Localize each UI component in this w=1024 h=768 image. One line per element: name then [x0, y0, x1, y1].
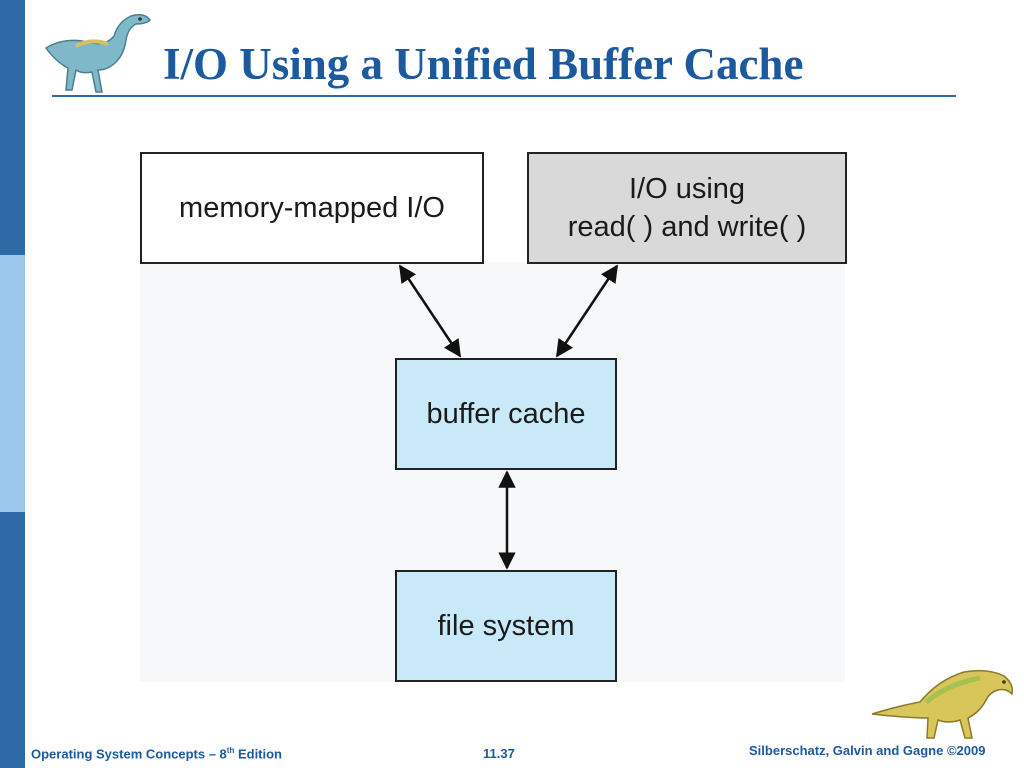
sidebar-stripe-bottom	[0, 512, 25, 768]
slide-number: 11.37	[483, 746, 515, 761]
read-write-io-label-line1: I/O using	[628, 173, 746, 205]
buffer-cache-box: buffer cache	[395, 358, 617, 470]
arrow-mmio-cache	[398, 264, 462, 358]
file-system-label: file system	[437, 609, 575, 642]
footer-book-suffix: Edition	[234, 746, 283, 762]
footer-book-title: Operating System Concepts – 8th Edition	[31, 746, 282, 761]
footer-book-prefix: Operating System Concepts – 8	[31, 746, 227, 762]
file-system-box: file system	[395, 570, 617, 682]
sidebar-stripe-middle	[0, 255, 25, 512]
read-write-io-label-line2: read( ) and write( )	[567, 211, 807, 243]
memory-mapped-io-box: memory-mapped I/O	[140, 152, 484, 264]
footer-copyright: Silberschatz, Galvin and Gagne ©2009	[749, 743, 986, 758]
page-title: I/O Using a Unified Buffer Cache	[163, 39, 804, 89]
footer-book-superscript: th	[226, 746, 235, 755]
dinosaur-logo-icon	[44, 13, 151, 93]
sidebar-stripe-top	[0, 0, 25, 255]
arrow-rw-cache	[555, 264, 619, 358]
buffer-cache-label: buffer cache	[426, 397, 586, 430]
dinosaur-mascot-icon	[871, 669, 1014, 739]
read-write-io-box: I/O using read( ) and write( )	[527, 152, 847, 264]
title-divider	[52, 95, 956, 97]
memory-mapped-io-label: memory-mapped I/O	[179, 191, 445, 224]
